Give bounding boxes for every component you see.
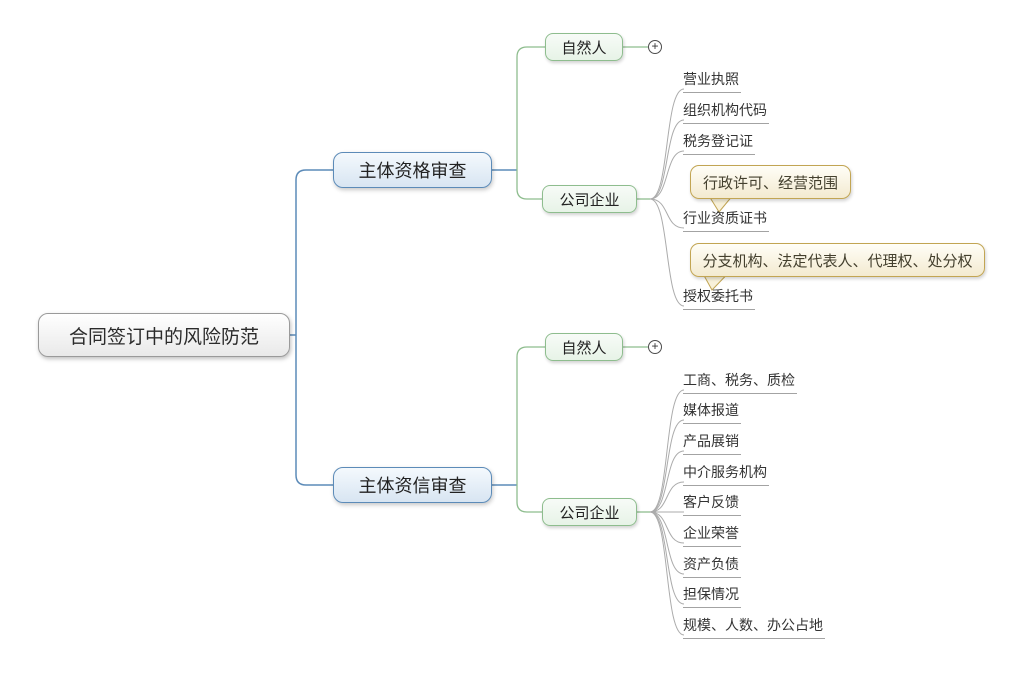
- branch-topic-credit-review[interactable]: 主体资信审查: [333, 467, 492, 503]
- leaf-customer-feedback[interactable]: 客户反馈: [683, 492, 741, 516]
- callout-admin-license-scope[interactable]: 行政许可、经营范围: [690, 165, 851, 199]
- leaf-guarantee-status[interactable]: 担保情况: [683, 584, 741, 608]
- expand-icon[interactable]: +: [648, 40, 662, 54]
- leaf-connectors: [649, 88, 685, 636]
- subtopic-natural-person-2[interactable]: 自然人: [545, 333, 623, 361]
- leaf-product-exhibition[interactable]: 产品展销: [683, 431, 741, 455]
- branch-connectors: [290, 169, 517, 486]
- leaf-business-license[interactable]: 营业执照: [683, 69, 741, 93]
- leaf-scale-headcount-office[interactable]: 规模、人数、办公占地: [683, 615, 825, 639]
- leaf-industry-qualification[interactable]: 行业资质证书: [683, 208, 769, 232]
- subtopic-natural-person-1[interactable]: 自然人: [545, 33, 623, 61]
- callout-tails: [703, 197, 732, 291]
- subtopic-company-1[interactable]: 公司企业: [542, 185, 637, 213]
- leaf-intermediary-service[interactable]: 中介服务机构: [683, 462, 769, 486]
- leaf-enterprise-honors[interactable]: 企业荣誉: [683, 523, 741, 547]
- leaf-assets-liabilities[interactable]: 资产负债: [683, 554, 741, 578]
- expand-icon[interactable]: +: [648, 340, 662, 354]
- subtopic-company-2[interactable]: 公司企业: [542, 498, 637, 526]
- leaf-organization-code[interactable]: 组织机构代码: [683, 100, 769, 124]
- leaf-power-of-attorney[interactable]: 授权委托书: [683, 286, 755, 310]
- leaf-tax-registration[interactable]: 税务登记证: [683, 131, 755, 155]
- root-topic[interactable]: 合同签订中的风险防范: [38, 313, 290, 357]
- leaf-media-reports[interactable]: 媒体报道: [683, 400, 741, 424]
- callout-branch-legal-rep-agency[interactable]: 分支机构、法定代表人、代理权、处分权: [690, 243, 985, 277]
- branch-topic-qualification-review[interactable]: 主体资格审查: [333, 152, 492, 188]
- subtopic-connectors: [516, 46, 650, 513]
- leaf-industry-tax-quality[interactable]: 工商、税务、质检: [683, 370, 797, 394]
